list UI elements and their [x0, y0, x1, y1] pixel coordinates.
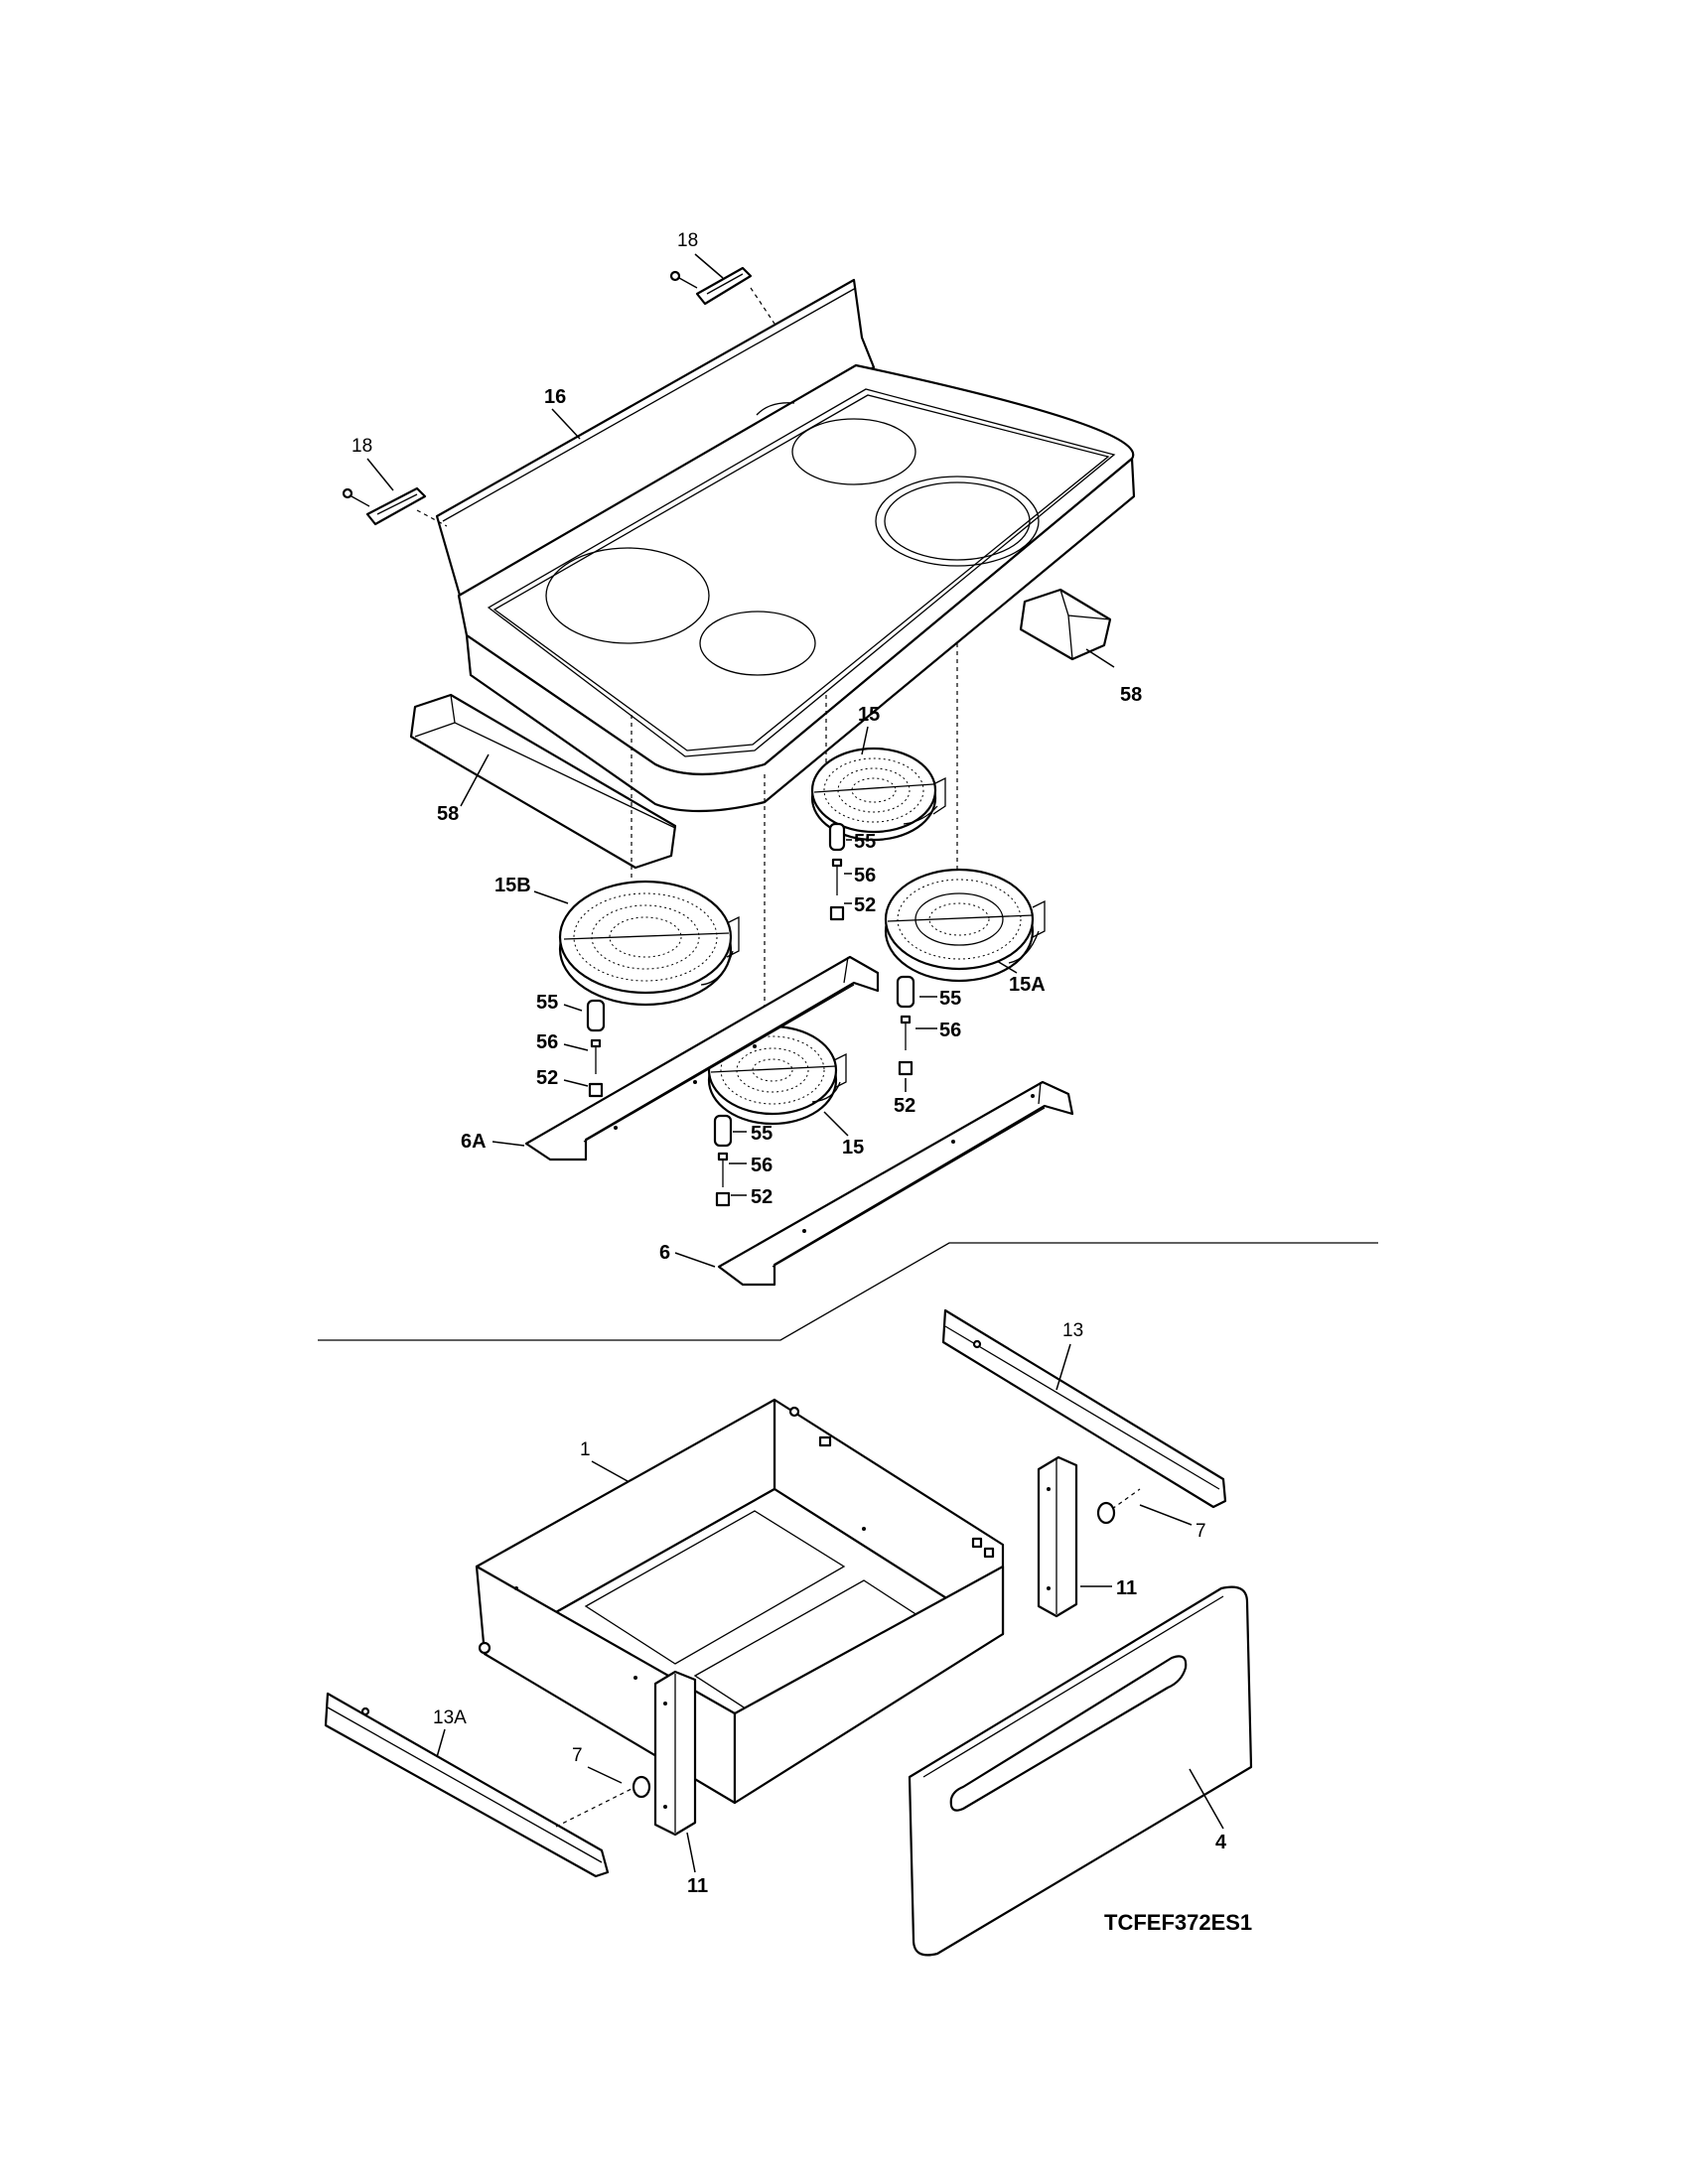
callout-6A: 6A [461, 1131, 487, 1153]
fastener-stack-lower [713, 1114, 733, 1207]
cooktop-assembly [435, 278, 1136, 813]
drawer-box-1 [475, 1398, 1005, 1805]
callout-52-lower: 52 [751, 1186, 773, 1208]
drawer-glide-11-left [653, 1670, 697, 1837]
surface-element-15A [884, 868, 1046, 983]
callout-16: 16 [544, 386, 566, 408]
callout-13: 13 [1062, 1320, 1083, 1341]
callout-58-left: 58 [437, 803, 459, 825]
surface-element-15B [558, 880, 740, 1007]
callout-58-right: 58 [1120, 684, 1142, 706]
surface-element-15-lower [707, 1024, 847, 1126]
callout-11-right: 11 [1116, 1577, 1137, 1599]
callout-15B: 15B [494, 875, 531, 896]
callout-18-top: 18 [677, 230, 698, 251]
fastener-stack-upper [828, 822, 846, 921]
bracket-18-left [342, 486, 448, 527]
surface-element-15-upper [810, 747, 946, 842]
callout-11-left: 11 [687, 1875, 708, 1897]
bracket-18-top [669, 266, 775, 325]
callout-15-upper: 15 [858, 704, 880, 726]
callout-56-upper: 56 [854, 865, 876, 887]
callout-52-upper: 52 [854, 894, 876, 916]
callout-18-left: 18 [352, 436, 372, 457]
callout-56-lower: 56 [751, 1155, 773, 1176]
element-bracket-6 [717, 1080, 1074, 1287]
callout-15-lower: 15 [842, 1137, 864, 1159]
callout-7-left: 7 [572, 1745, 583, 1766]
drawer-glide-11-right [1037, 1455, 1078, 1618]
callout-55-lower: 55 [751, 1123, 773, 1145]
callout-1: 1 [580, 1439, 591, 1460]
callout-6: 6 [659, 1242, 670, 1264]
callout-labels: 18 18 16 58 58 15 15B 15A 15 55 56 52 55… [352, 230, 1227, 1897]
section-divider [318, 1242, 1378, 1341]
callout-52-15B: 52 [536, 1067, 558, 1089]
drawer-front-panel-4 [908, 1585, 1253, 1957]
diagram-code: TCFEF372ES1 [1104, 1910, 1252, 1935]
drawer-rail-13 [941, 1308, 1227, 1525]
callout-52-15A: 52 [894, 1095, 915, 1117]
callout-55-15A: 55 [939, 988, 961, 1010]
element-bracket-6A [524, 955, 880, 1161]
fastener-stack-15A [896, 975, 915, 1076]
rear-brace-58 [409, 693, 677, 870]
callout-13A: 13A [433, 1707, 467, 1728]
callout-7-right: 7 [1196, 1521, 1206, 1542]
callout-55-upper: 55 [854, 831, 876, 853]
fastener-stack-15B [586, 999, 606, 1098]
leader-lines [366, 253, 1224, 1873]
callout-15A: 15A [1009, 974, 1046, 996]
callout-55-15B: 55 [536, 992, 558, 1014]
callout-4: 4 [1215, 1832, 1227, 1853]
drawer-rail-13A [324, 1692, 651, 1878]
callout-56-15A: 56 [939, 1020, 961, 1041]
callout-56-15B: 56 [536, 1031, 558, 1053]
